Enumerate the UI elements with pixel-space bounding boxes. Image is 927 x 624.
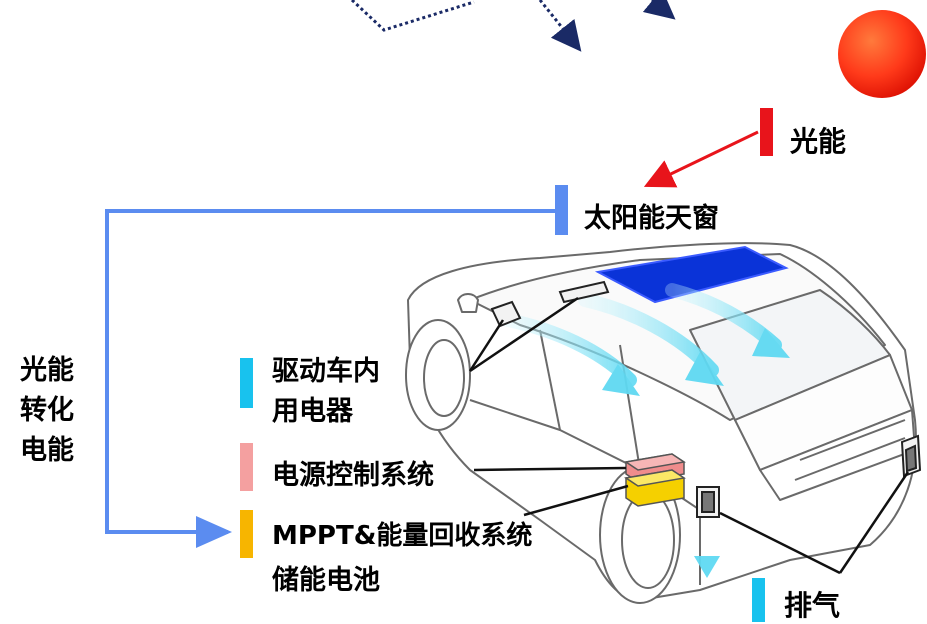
drive-appliance-label-line2: 用电器: [272, 396, 353, 427]
light-energy-bar: [760, 108, 773, 156]
dotted-arrows: [350, 0, 676, 52]
conversion-label-line1: 光能: [20, 355, 74, 386]
sun-icon: [838, 10, 926, 98]
conversion-label-line3: 电能: [20, 435, 74, 466]
solar-panel-roof: [594, 245, 789, 304]
mppt-label-line1: MPPT&能量回收系统: [272, 521, 533, 551]
drive-appliance-label-line1: 驱动车内: [272, 356, 380, 387]
power-control-bar: [240, 443, 253, 491]
vent-icon: [490, 280, 610, 328]
mppt-label-line2: 储能电池: [272, 565, 380, 596]
battery-module-icon: [624, 453, 686, 507]
leader-lines: [468, 296, 910, 575]
rear-vent-icon: [696, 434, 922, 518]
exhaust-label: 排气: [784, 589, 841, 622]
power-control-label: 电源控制系统: [272, 460, 434, 491]
light-energy-label: 光能: [790, 125, 847, 158]
light-energy-arrow: [643, 130, 759, 188]
solar-sunroof-bar: [555, 185, 568, 235]
conversion-line: [105, 209, 555, 548]
exhaust-bar: [752, 578, 765, 622]
conversion-label-line2: 转化: [20, 395, 74, 426]
airflow-arrows: [501, 283, 790, 578]
drive-bar: [240, 358, 253, 408]
solar-sunroof-label: 太阳能天窗: [584, 203, 719, 234]
mppt-bar: [240, 510, 253, 558]
